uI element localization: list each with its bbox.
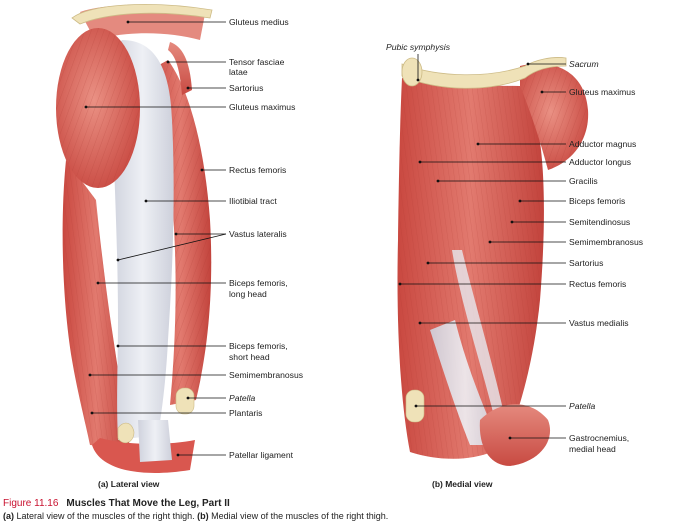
label-sacrum: Sacrum xyxy=(569,59,599,69)
label-biceps-femoris-short-2: short head xyxy=(229,352,270,362)
label-plantaris: Plantaris xyxy=(229,408,262,418)
label-rectus-femoris: Rectus femoris xyxy=(229,165,286,175)
medial-view-illustration xyxy=(397,57,589,466)
gastrocnemius-shape xyxy=(479,404,551,466)
label-gastrocnemius-medial-2: medial head xyxy=(569,444,616,454)
label-vastus-medialis: Vastus medialis xyxy=(569,318,629,328)
label-vastus-lateralis: Vastus lateralis xyxy=(229,229,287,239)
label-patella-lateral: Patella xyxy=(229,393,255,403)
label-tensor-fasciae-latae: Tensor fasciae xyxy=(229,57,285,67)
lateral-patella-bone xyxy=(175,387,195,415)
pubic-symphysis-bone xyxy=(401,57,423,87)
medial-leader-lines xyxy=(398,54,566,440)
label-rectus-femoris-medial: Rectus femoris xyxy=(569,279,626,289)
label-biceps-femoris-long: Biceps femoris, xyxy=(229,278,288,288)
lateral-view-caption: (a) Lateral view xyxy=(98,479,160,489)
label-tensor-fasciae-latae-2: latae xyxy=(229,67,248,77)
caption-a-text: Lateral view of the muscles of the right… xyxy=(16,511,195,521)
label-biceps-femoris-long-2: long head xyxy=(229,289,267,299)
label-biceps-femoris-short: Biceps femoris, xyxy=(229,341,288,351)
lateral-leader-lines xyxy=(84,20,227,457)
label-semimembranosus-lateral: Semimembranosus xyxy=(229,370,303,380)
medial-view-caption: (b) Medial view xyxy=(432,479,493,489)
caption-a-tag: (a) xyxy=(3,511,14,521)
medial-labels: Pubic symphysis Sacrum Gluteus maximus A… xyxy=(386,42,643,454)
figure-title: Muscles That Move the Leg, Part II xyxy=(66,498,230,509)
label-biceps-femoris-medial: Biceps femoris xyxy=(569,196,625,206)
medial-tendon-shape xyxy=(430,320,500,445)
iliac-crest-bone xyxy=(71,4,213,25)
label-patellar-ligament: Patellar ligament xyxy=(229,450,294,460)
label-iliotibial-tract: Iliotibial tract xyxy=(229,196,277,206)
caption-b-text: Medial view of the muscles of the right … xyxy=(211,511,389,521)
label-gluteus-medius: Gluteus medius xyxy=(229,17,289,27)
label-semimembranosus-medial: Semimembranosus xyxy=(569,237,643,247)
label-adductor-magnus: Adductor magnus xyxy=(569,139,636,149)
figure-title-line: Figure 11.16 Muscles That Move the Leg, P… xyxy=(3,497,677,510)
lateral-labels: Gluteus medius Tensor fasciae latae Sart… xyxy=(229,17,303,460)
figure-number: Figure 11.16 xyxy=(3,498,59,509)
label-pubic-symphysis: Pubic symphysis xyxy=(386,42,451,52)
caption-b-tag: (b) xyxy=(197,511,209,521)
label-gluteus-maximus: Gluteus maximus xyxy=(229,102,295,112)
figure-description: (a) Lateral view of the muscles of the r… xyxy=(3,510,677,522)
label-gluteus-maximus-medial: Gluteus maximus xyxy=(569,87,635,97)
lateral-view-illustration xyxy=(56,4,213,473)
figure-caption: Figure 11.16 Muscles That Move the Leg, P… xyxy=(3,497,677,522)
label-sartorius: Sartorius xyxy=(229,83,263,93)
label-patella-medial: Patella xyxy=(569,401,595,411)
label-adductor-longus: Adductor longus xyxy=(569,157,631,167)
label-gracilis: Gracilis xyxy=(569,176,598,186)
label-semitendinosus: Semitendinosus xyxy=(569,217,630,227)
label-sartorius-medial: Sartorius xyxy=(569,258,603,268)
label-gastrocnemius-medial: Gastrocnemius, xyxy=(569,433,629,443)
medial-pelvis-bone xyxy=(401,57,567,89)
